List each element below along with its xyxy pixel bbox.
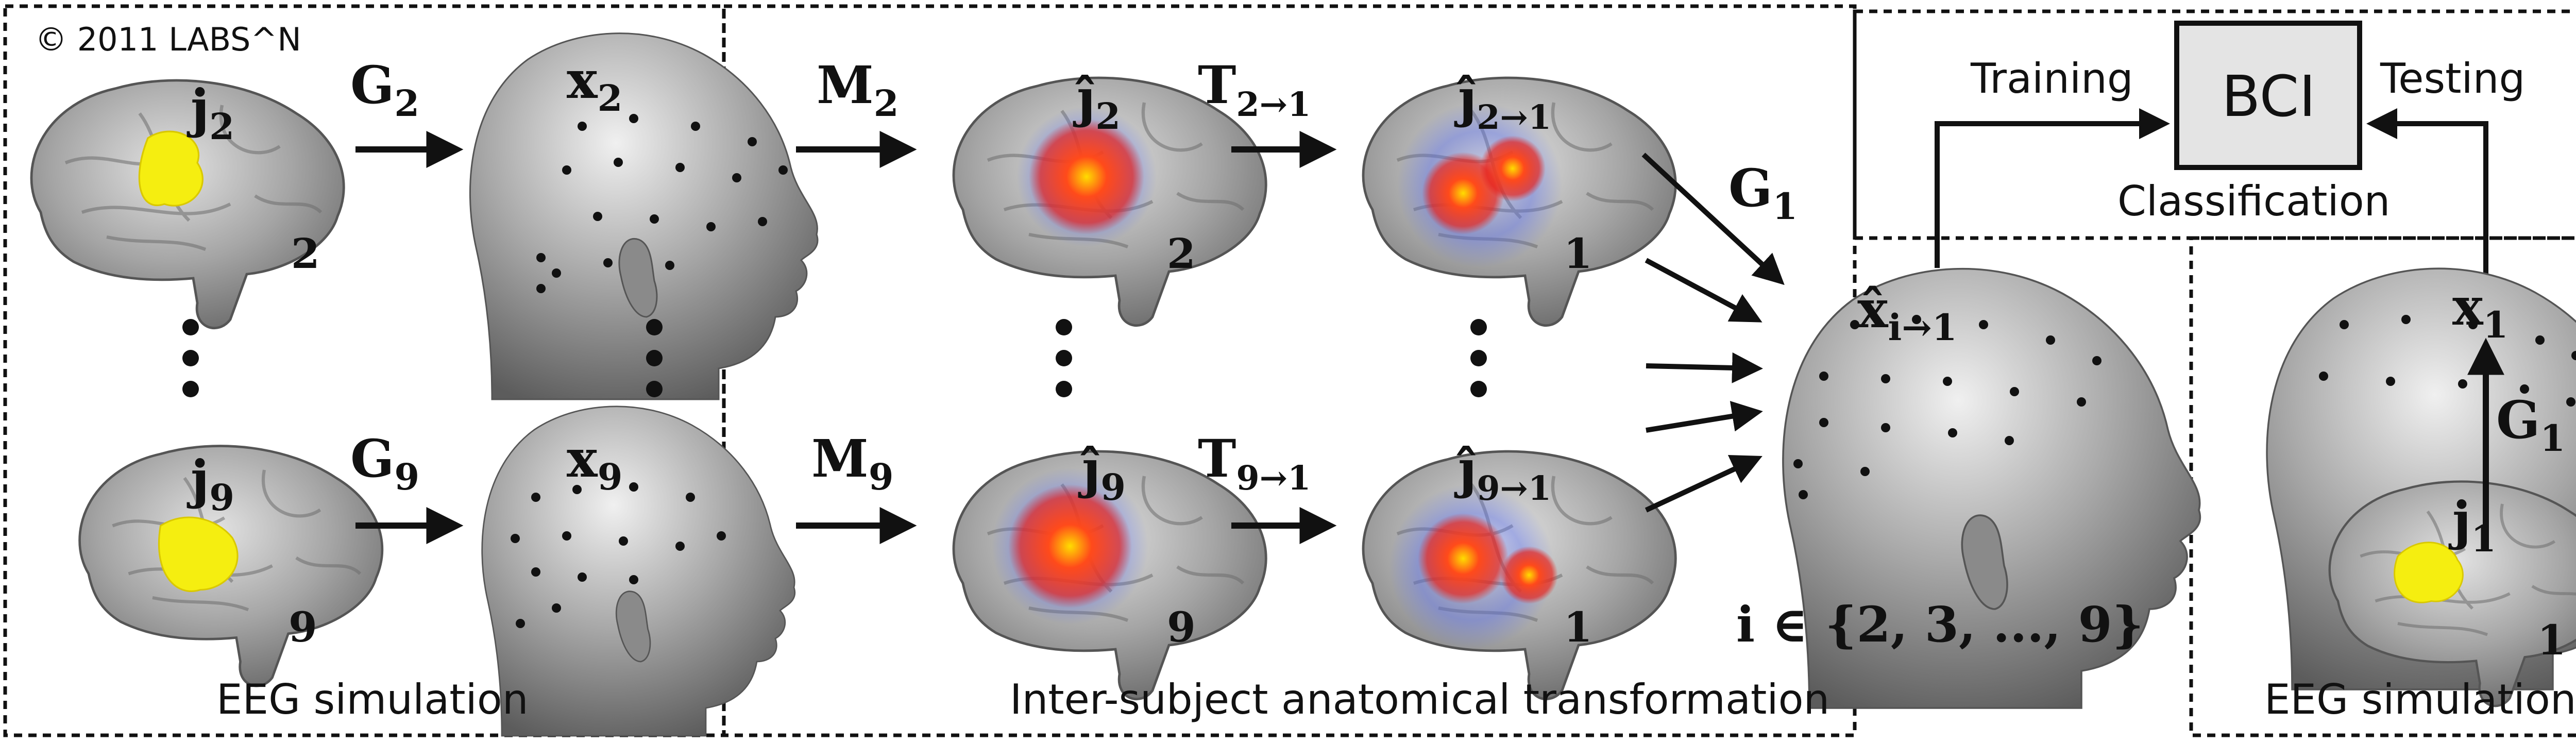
label-G1: G1: [1728, 158, 1798, 228]
index-1b: 1: [1564, 603, 1592, 651]
brain-subject-2: [31, 80, 344, 328]
index-2b: 2: [1167, 229, 1196, 278]
label-jhat21: ĵ2→1: [1454, 68, 1551, 137]
arrow-converge-5: [1645, 455, 1762, 513]
index-1c: 1: [2537, 616, 2566, 664]
caption-right: EEG simulation: [2264, 676, 2576, 723]
arrow-converge-1: [1641, 153, 1785, 285]
arrow-converge-3: [1646, 352, 1763, 383]
label-T91: T9→1: [1198, 428, 1311, 498]
index-2a: 2: [291, 229, 320, 278]
activation-yellow-j1: [2394, 542, 2464, 603]
index-9b: 9: [1167, 603, 1196, 651]
brain-subject-1: [2330, 482, 2576, 706]
electrodes-x1: [2319, 315, 2576, 407]
label-G2: G2: [350, 55, 419, 125]
label-x9: x9: [567, 428, 622, 498]
label-j9: j9: [187, 449, 234, 519]
section-borders: [3, 4, 2576, 737]
brain-estimate-2: [954, 78, 1266, 326]
classification-box-border: [1853, 9, 2576, 240]
ellipsis-middle-1: [1056, 319, 1072, 397]
label-j2: j2: [187, 78, 234, 148]
label-G9: G9: [350, 428, 419, 498]
classification-label: Classification: [2117, 177, 2390, 225]
training-path: [1935, 108, 2170, 268]
right-section-border: [2189, 236, 2576, 737]
bci-box: [2174, 21, 2362, 170]
brain-transformed-2: [1363, 78, 1675, 326]
label-xhat: x̂i→1: [1857, 279, 1957, 349]
head-subject-9: [481, 406, 796, 737]
arrow-converge-2: [1645, 258, 1762, 323]
ellipsis-middle-2: [1470, 319, 1487, 397]
activation-yellow-j9: [158, 516, 239, 592]
brain-estimate-9: [954, 451, 1266, 699]
label-x2: x2: [567, 49, 622, 120]
activation-yellow-j2: [138, 130, 204, 207]
left-section-border: [3, 4, 726, 737]
label-M9: M9: [811, 428, 893, 498]
label-j1: j1: [2448, 490, 2496, 560]
label-M2: M2: [817, 55, 899, 125]
label-T21: T2→1: [1198, 55, 1311, 124]
arrow-converge-4: [1646, 401, 1763, 433]
brain-transformed-9: [1363, 451, 1675, 699]
electrodes-x2: [536, 114, 788, 293]
label-jhat9: ĵ9: [1078, 439, 1126, 509]
copyright-text: © 2011 LABS^N: [35, 21, 301, 58]
middle-section-border: [722, 4, 1857, 737]
label-jhat91: ĵ9→1: [1454, 439, 1551, 508]
label-set: i ∈ {2, 3, ..., 9}: [1736, 596, 2144, 653]
caption-middle: Inter-subject anatomical transformation: [1010, 676, 1829, 723]
brain-subject-9: [80, 446, 382, 686]
electrodes-xhat: [1793, 315, 2102, 499]
bci-label: BCI: [2222, 63, 2316, 129]
caption-left: EEG simulation: [216, 676, 529, 723]
label-jhat2: ĵ2: [1073, 68, 1121, 138]
index-9a: 9: [289, 603, 317, 651]
testing-path: [2366, 108, 2488, 276]
training-label: Training: [1970, 55, 2133, 103]
label-x1: x1: [2452, 276, 2508, 346]
testing-label: Testing: [2380, 55, 2525, 103]
head-subject-2: [469, 32, 819, 400]
index-1a: 1: [1564, 229, 1592, 278]
electrodes-x9: [511, 482, 726, 628]
ellipsis-left-1: [182, 319, 199, 397]
label-G1-right: G1: [2496, 390, 2565, 460]
ellipsis-left-2: [646, 319, 663, 397]
converging-arrows: [1641, 153, 1785, 513]
